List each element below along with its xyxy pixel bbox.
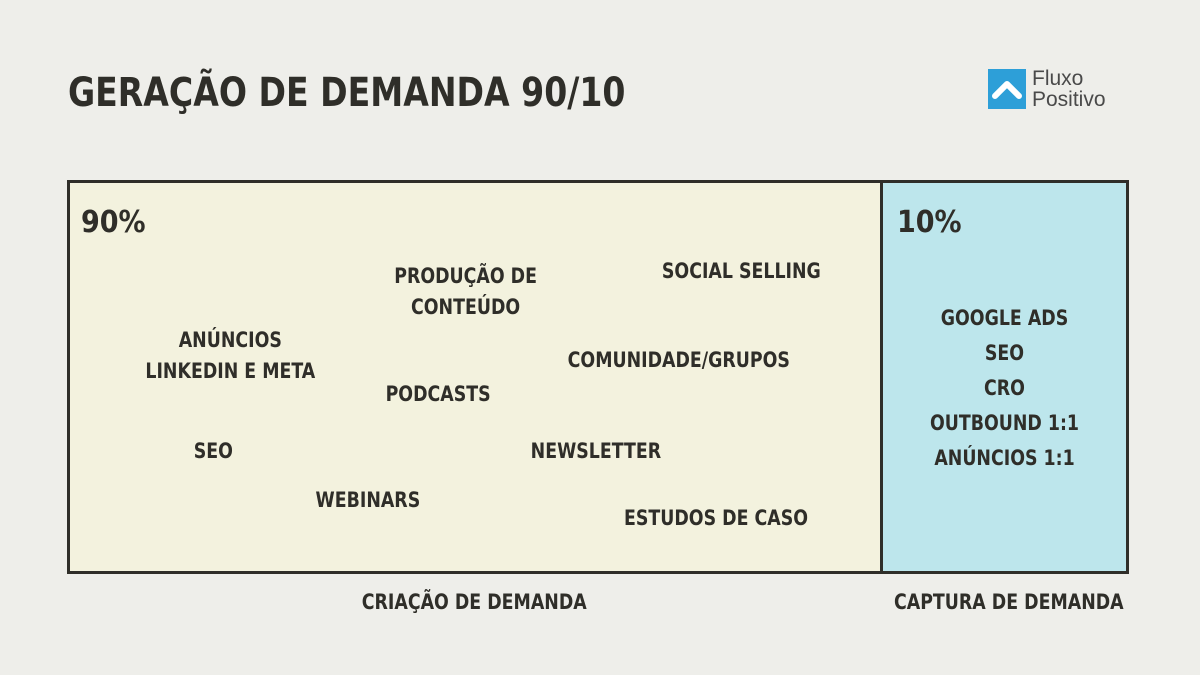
item-social-selling: SOCIAL SELLING xyxy=(661,259,821,283)
item-webinars: WEBINARS xyxy=(315,488,421,512)
item-case-studies: ESTUDOS DE CASO xyxy=(624,506,808,530)
list-item: ANÚNCIOS 1:1 xyxy=(934,446,1075,470)
demand-capture-panel: 10% GOOGLE ADS SEO CRO OUTBOUND 1:1 ANÚN… xyxy=(880,180,1129,574)
page-title: GERAÇÃO DE DEMANDA 90/10 xyxy=(68,70,626,116)
caption-demand-creation: CRIAÇÃO DE DEMANDA xyxy=(361,590,587,614)
item-content-production: PRODUÇÃO DE CONTEÚDO xyxy=(394,264,537,319)
item-podcasts: PODCASTS xyxy=(385,382,491,406)
logo-line-2: Positivo xyxy=(1032,88,1106,111)
item-community-groups: COMUNIDADE/GRUPOS xyxy=(567,348,790,372)
list-item: SEO xyxy=(984,341,1025,365)
chevron-up-icon xyxy=(988,69,1026,109)
demand-creation-panel: 90% PRODUÇÃO DE CONTEÚDO SOCIAL SELLING … xyxy=(67,180,883,574)
list-item: CRO xyxy=(984,376,1025,400)
percent-label: 10% xyxy=(897,205,962,240)
list-item: OUTBOUND 1:1 xyxy=(929,411,1080,435)
item-seo: SEO xyxy=(193,439,233,463)
capture-items-list: GOOGLE ADS SEO CRO OUTBOUND 1:1 ANÚNCIOS… xyxy=(883,301,1126,476)
item-ads-linkedin-meta: ANÚNCIOS LINKEDIN E META xyxy=(145,328,316,383)
brand-logo: Fluxo Positivo xyxy=(988,68,1106,110)
logo-text: Fluxo Positivo xyxy=(1032,68,1106,110)
percent-label: 90% xyxy=(81,205,146,240)
logo-line-1: Fluxo xyxy=(1032,67,1084,90)
item-newsletter: NEWSLETTER xyxy=(530,439,662,463)
caption-demand-capture: CAPTURA DE DEMANDA xyxy=(893,590,1124,614)
list-item: GOOGLE ADS xyxy=(940,306,1069,330)
